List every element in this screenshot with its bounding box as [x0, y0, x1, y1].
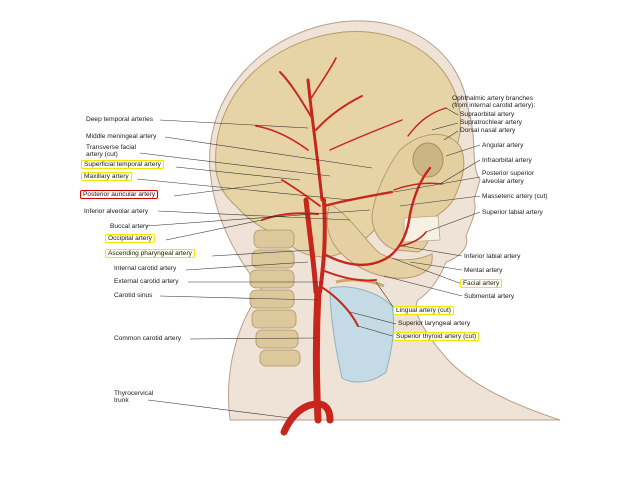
label-submental: Submental artery: [464, 293, 515, 300]
infraorbital-branch: [393, 182, 443, 191]
label-mental: Mental artery: [464, 267, 503, 274]
label-ophthalmic-line2: (from internal carotid artery):: [452, 102, 536, 109]
lingual-vessel: [321, 269, 377, 282]
internal-carotid-vessel: [303, 197, 319, 295]
label-maxillary: Maxillary artery: [81, 172, 132, 181]
label-posterior-auricular: Posterior auricular artery: [80, 190, 159, 199]
orbit: [412, 142, 444, 178]
meningeal-branch: [329, 119, 403, 151]
superior-thyroid-vessel: [319, 285, 359, 327]
ophthalmic-branch: [407, 107, 447, 137]
label-transverse-facial-line1: Transverse facial: [86, 144, 136, 151]
label-supraorbital: Supraorbital artery: [460, 111, 515, 118]
temporal-branch-4: [255, 125, 309, 151]
temporal-branch-3: [309, 57, 337, 101]
label-angular: Angular artery: [482, 142, 524, 149]
label-thyrocervical-line2: trunk: [114, 397, 129, 404]
label-post-sup-alveolar-line2: alveolar artery: [482, 178, 524, 185]
label-buccal: Buccal artery: [110, 223, 149, 230]
label-masseteric: Masseteric artery (cut): [482, 193, 548, 200]
label-facial: Facial artery: [460, 279, 503, 288]
label-ascending-pharyngeal: Ascending pharyngeal artery: [105, 249, 195, 258]
leader-lines-left: [136, 119, 373, 419]
teeth: [403, 215, 441, 243]
occipital-vessel: [261, 212, 319, 221]
label-carotid-sinus: Carotid sinus: [114, 292, 153, 299]
label-lingual: Lingual artery (cut): [393, 306, 454, 315]
larynx-trachea: [329, 286, 395, 383]
label-internal-carotid: Internal carotid artery: [114, 265, 177, 272]
label-superior-laryngeal: Superior laryngeal artery: [398, 320, 471, 327]
label-inferior-labial: Inferior labial artery: [464, 253, 521, 260]
label-transverse-facial-line2: artery (cut): [86, 151, 118, 158]
label-external-carotid: External carotid artery: [114, 278, 179, 285]
external-carotid-vessel: [318, 198, 327, 294]
label-supratrochlear: Supratrochlear artery: [460, 119, 522, 126]
labial-branch: [399, 231, 427, 247]
label-deep-temporal: Deep temporal arteries: [86, 116, 154, 123]
label-thyrocervical-line1: Thyrocervical: [114, 390, 154, 397]
arteries: [255, 57, 447, 436]
label-ophthalmic-line1: Ophthalmic artery branches: [452, 95, 533, 102]
label-dorsal-nasal: Dorsal nasal artery: [460, 127, 516, 134]
label-common-carotid: Common carotid artery: [114, 335, 182, 342]
label-superior-thyroid: Superior thyroid artery (cut): [393, 332, 480, 341]
temporal-branch-2: [315, 95, 363, 131]
subclavian-vessel: [280, 400, 334, 436]
temporal-branch-1: [279, 71, 313, 119]
label-superficial-temporal: Superficial temporal artery: [81, 160, 164, 169]
label-infraorbital: Infraorbital artery: [482, 157, 532, 164]
leader-lines-right: [349, 107, 481, 338]
maxillary-vessel: [322, 190, 394, 208]
common-carotid-vessel: [313, 286, 322, 424]
label-middle-meningeal: Middle meningeal artery: [86, 133, 157, 140]
label-post-sup-alveolar-line1: Posterior superior: [482, 170, 535, 177]
label-inferior-alveolar: Inferior alveolar artery: [84, 208, 149, 215]
label-occipital: Occipital artery: [105, 234, 155, 243]
label-superior-labial: Superior labial artery: [482, 209, 543, 216]
facial-vessel: [322, 166, 432, 267]
posterior-auricular-vessel: [281, 179, 321, 207]
superficial-temporal-vessel: [306, 78, 324, 202]
